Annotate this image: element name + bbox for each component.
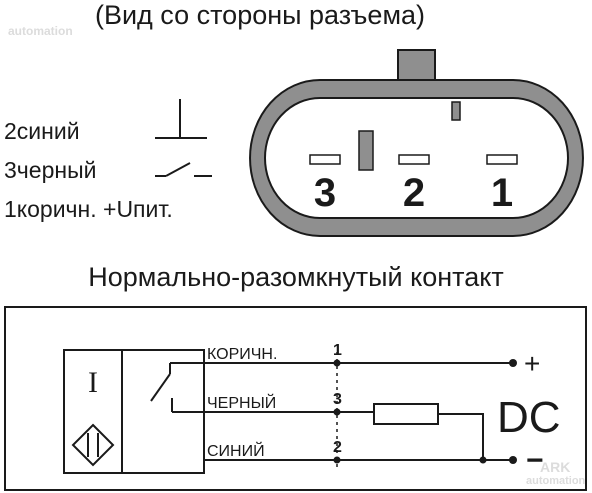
- watermark-top: automation: [8, 24, 73, 38]
- schematic-frame: [4, 306, 587, 491]
- legend-label: коричн. +Uпит.: [16, 196, 173, 222]
- pin-number-3: 3: [314, 171, 336, 215]
- connector-center-bar: [358, 130, 374, 171]
- junction-dot: [333, 408, 341, 416]
- wire-pin-1: 1: [333, 342, 342, 359]
- switch-symbol-icon: [155, 162, 212, 177]
- load-resistor: [373, 403, 439, 425]
- section-title: Нормально-разомкнутый контакт: [88, 262, 504, 292]
- legend-item-black: 3черный: [4, 157, 96, 183]
- junction-dot: [333, 456, 341, 464]
- legend-item-brown: 1коричн. +Uпит.: [4, 196, 173, 222]
- junction-dot: [479, 456, 487, 464]
- terminal-plus: [509, 359, 517, 367]
- wire-pin-3: 3: [333, 391, 342, 408]
- wire-label-black: ЧЕРНЫЙ: [207, 393, 276, 412]
- proximity-sensor-icon: [71, 423, 115, 467]
- legend-num: 2: [4, 118, 17, 144]
- plus-sign: +: [524, 348, 540, 379]
- pin-number-2: 2: [403, 171, 425, 215]
- minus-sign: −: [526, 444, 544, 477]
- sensor-type-symbol: I: [88, 366, 98, 399]
- watermark-brand: ARK: [540, 459, 570, 475]
- terminal-minus: [509, 456, 517, 464]
- wire-label-brown: КОРИЧН.: [207, 346, 277, 363]
- pin-contact-3: [309, 154, 341, 165]
- pin-contact-2: [398, 154, 430, 165]
- wire-label-blue: СИНИЙ: [207, 441, 265, 460]
- legend-num: 1: [4, 196, 17, 222]
- connector-face: 3 2 1: [249, 49, 584, 237]
- legend-label: черный: [16, 157, 97, 183]
- connector-key-slot: [451, 101, 461, 121]
- watermark-bottom: automation: [526, 475, 586, 487]
- legend-item-blue: 2синий: [4, 118, 80, 144]
- pin-number-1: 1: [491, 171, 513, 215]
- internal-switch-icon: [150, 363, 173, 412]
- junction-dot: [333, 359, 341, 367]
- pin-contact-1: [486, 154, 518, 165]
- top-title: (Вид со стороны разъема): [94, 0, 426, 30]
- supply-type-label: DC: [497, 393, 561, 442]
- ground-symbol-icon: [155, 99, 207, 139]
- wire-pin-2: 2: [333, 439, 342, 456]
- legend-num: 3: [4, 157, 17, 183]
- legend-label: синий: [16, 118, 80, 144]
